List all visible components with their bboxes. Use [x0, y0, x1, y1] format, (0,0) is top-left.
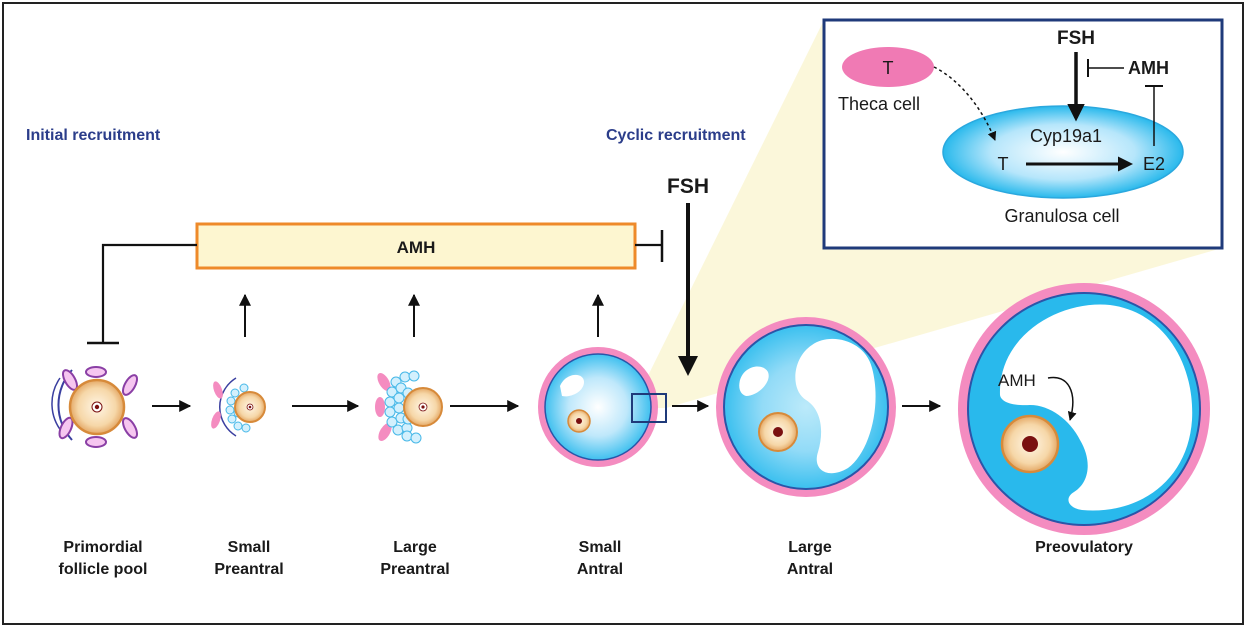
stage-4-line2: Antral — [577, 561, 623, 578]
stage-6-line1: Preovulatory — [1035, 539, 1133, 556]
stage-5-line1: Large — [788, 539, 832, 556]
fsh-label: FSH — [667, 175, 709, 198]
zoom-box — [631, 393, 667, 423]
e2-label: E2 — [1143, 154, 1165, 174]
theca-to-granulosa-dashed-arrow — [933, 66, 997, 141]
small-antral-follicle — [538, 347, 667, 467]
amh-curve-arrow — [1047, 376, 1077, 421]
theca-cell-shape — [842, 47, 934, 87]
preovulatory-amh-label: AMH — [998, 371, 1036, 390]
inset-panel: T Theca cell FSH AMH T Cyp19a1 E2 Granul… — [822, 18, 1224, 250]
stage-1-line1: Primordial — [63, 539, 142, 556]
stage-4-line1: Small — [579, 539, 622, 556]
cyclic-recruitment-heading: Cyclic recruitment — [606, 127, 746, 144]
small-preantral-follicle — [211, 377, 266, 437]
primordial-follicle — [51, 366, 138, 448]
amh-bar-label: AMH — [397, 238, 436, 257]
theca-t-label: T — [883, 58, 894, 78]
granulosa-t-label: T — [998, 154, 1009, 174]
inset-fsh-label: FSH — [1057, 28, 1095, 49]
stage-3-line1: Large — [393, 539, 437, 556]
amh-inhibit-primordial-line — [101, 243, 197, 343]
large-preantral-follicle — [375, 370, 443, 444]
preovulatory-follicle: AMH — [958, 283, 1210, 535]
theca-cell-label: Theca cell — [838, 94, 920, 114]
stage-2-line1: Small — [228, 539, 271, 556]
stage-5-line2: Antral — [787, 561, 833, 578]
granulosa-cell-label: Granulosa cell — [1004, 206, 1119, 226]
large-antral-follicle — [716, 317, 896, 497]
stage-3-line2: Preantral — [380, 561, 449, 578]
enzyme-label: Cyp19a1 — [1030, 126, 1102, 146]
initial-recruitment-heading: Initial recruitment — [26, 127, 161, 144]
stage-1-line2: follicle pool — [59, 561, 148, 578]
stage-2-line2: Preantral — [214, 561, 283, 578]
inset-amh-label: AMH — [1128, 58, 1169, 78]
granulosa-cell-shape — [942, 105, 1184, 199]
